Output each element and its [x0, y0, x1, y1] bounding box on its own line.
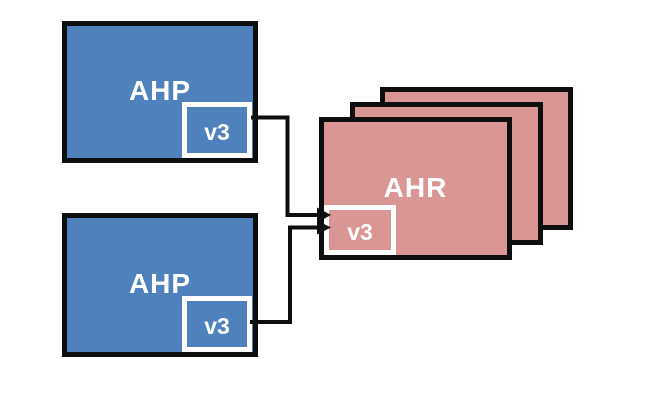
ahr-version-label: v3 — [347, 218, 373, 245]
ahp-top-version-label: v3 — [204, 118, 230, 145]
ahp-bottom-version-tag: v3 — [182, 296, 252, 352]
ahp-bottom-label: AHP — [128, 267, 192, 299]
ahp-bottom-box: AHP v3 — [62, 213, 258, 357]
ahr-version-tag: v3 — [324, 205, 396, 255]
ahr-front-box: AHR v3 — [319, 117, 512, 260]
ahp-top-label: AHP — [128, 74, 192, 106]
ahr-label: AHR — [383, 171, 448, 203]
ahp-bottom-version-label: v3 — [204, 312, 230, 339]
ahp-top-version-tag: v3 — [182, 102, 252, 158]
ahp-top-box: AHP v3 — [62, 21, 258, 163]
